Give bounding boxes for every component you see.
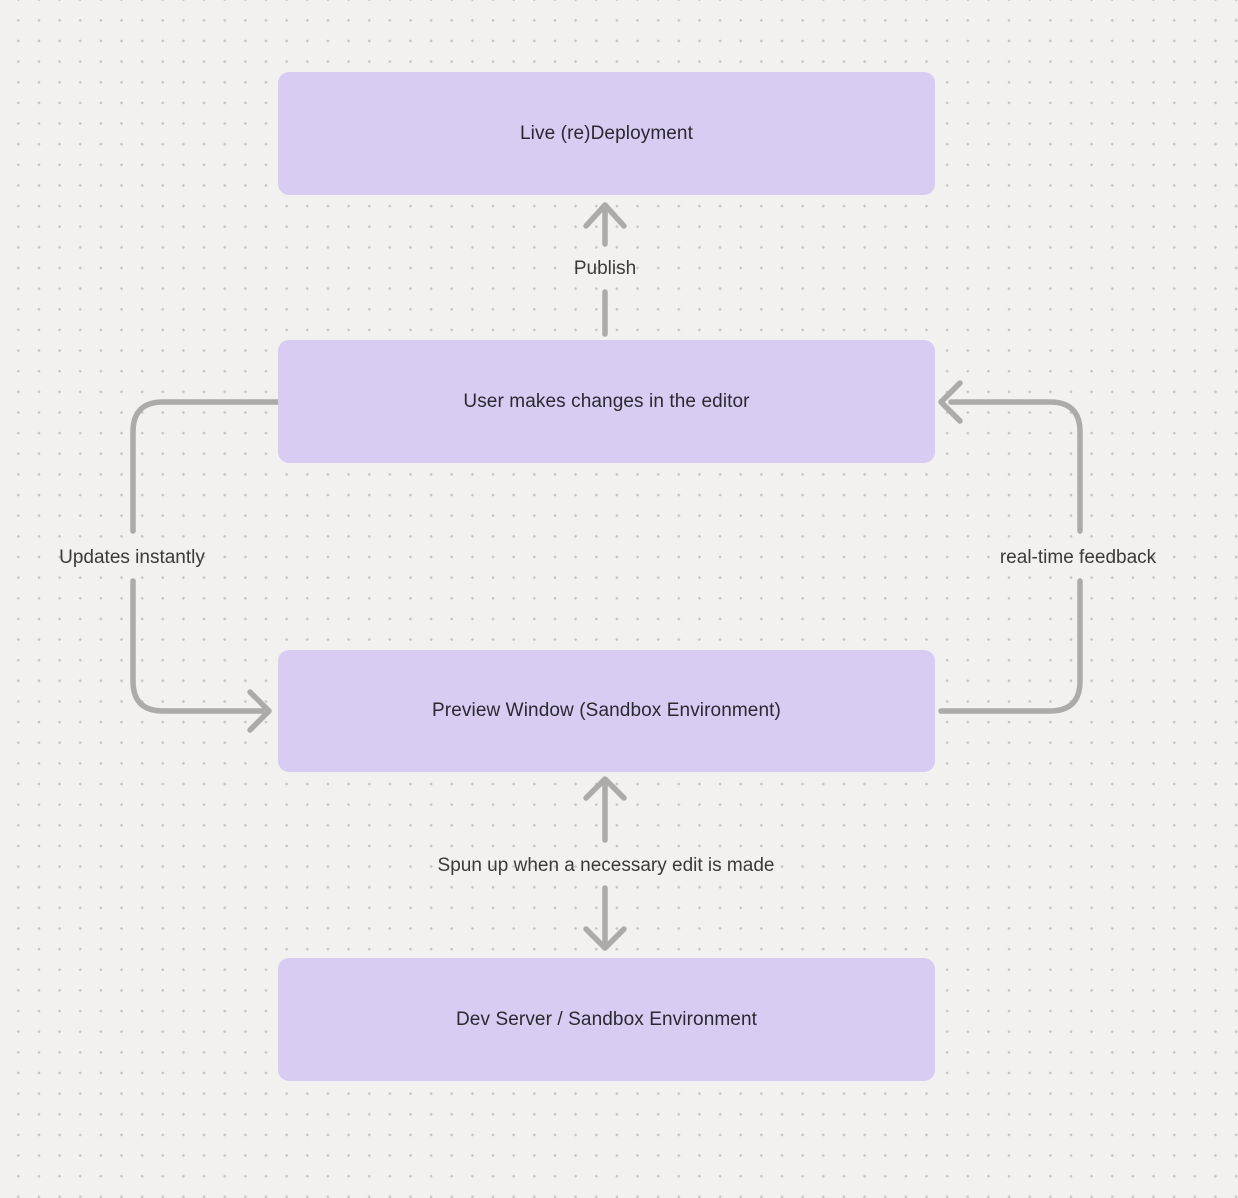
node-preview-window-label: Preview Window (Sandbox Environment) (432, 700, 781, 721)
arrowhead-spunup-up (583, 776, 627, 801)
edge-label-publish: Publish (573, 258, 637, 279)
connector-updates-upper (130, 399, 281, 534)
node-live-redeployment-label: Live (re)Deployment (520, 122, 693, 144)
connector-feedback-upper (948, 399, 1083, 534)
arrowhead-spunup-down (583, 926, 627, 951)
arrowhead-updates-right (247, 689, 272, 733)
node-live-redeployment: Live (re)Deployment (278, 72, 935, 195)
connector-group (130, 202, 1083, 951)
arrowhead-publish-up (583, 202, 627, 229)
edge-label-updates-instantly: Updates instantly (59, 547, 205, 568)
node-user-editor: User makes changes in the editor (278, 340, 935, 463)
edge-label-spun-up: Spun up when a necessary edit is made (437, 855, 775, 876)
node-preview-window: Preview Window (Sandbox Environment) (278, 650, 935, 772)
connector-feedback-lower (938, 578, 1083, 714)
connector-updates-lower (130, 578, 265, 714)
node-user-editor-label: User makes changes in the editor (463, 390, 750, 412)
node-dev-server-label: Dev Server / Sandbox Environment (455, 1008, 757, 1030)
node-dev-server: Dev Server / Sandbox Environment (278, 958, 935, 1081)
edge-label-real-time-feedback: real-time feedback (999, 547, 1157, 568)
arrowhead-feedback-left (938, 380, 963, 424)
